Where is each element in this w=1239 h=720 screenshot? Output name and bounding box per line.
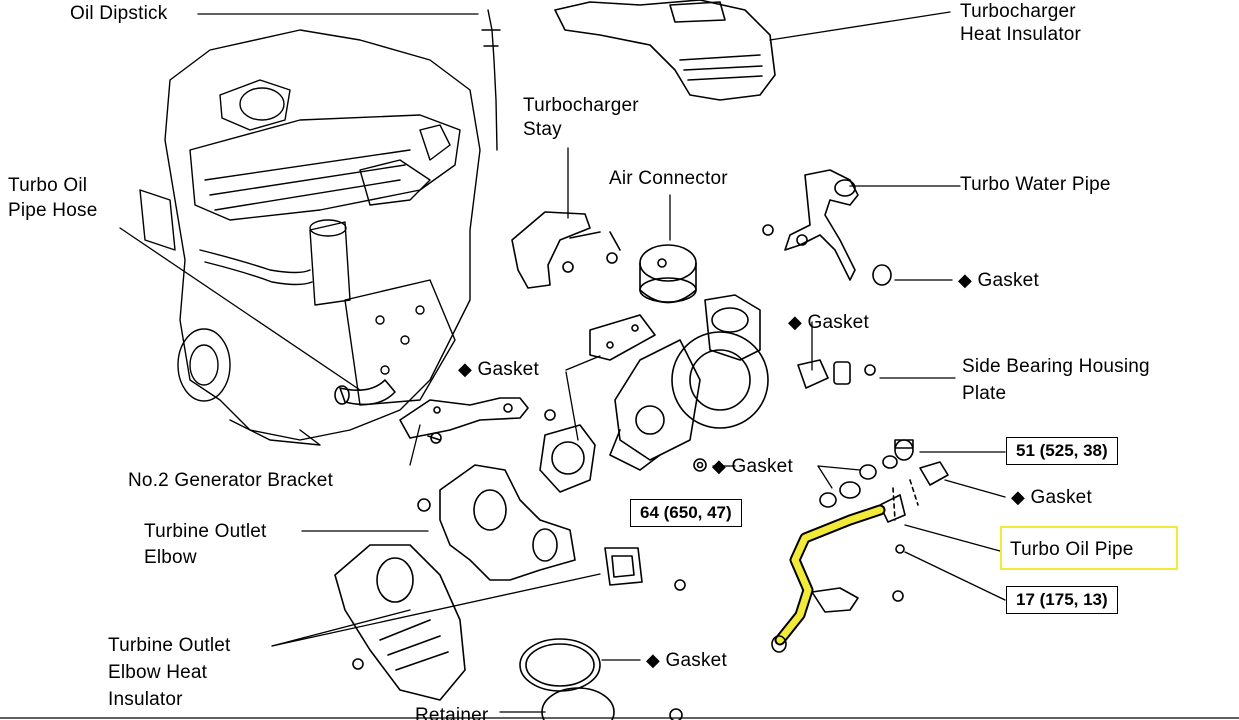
label-turbo-stay-line2: Stay xyxy=(523,119,562,140)
turbo-oil-pipe xyxy=(771,504,886,653)
label-oil-dipstick: Oil Dipstick xyxy=(70,3,168,24)
diamond-icon: ◆ xyxy=(788,312,803,332)
torque-spec-64: 64 (650, 47) xyxy=(630,499,742,527)
label-side-bearing-line1: Side Bearing Housing xyxy=(962,356,1150,377)
air-connector xyxy=(639,244,697,304)
generator-bracket xyxy=(399,397,529,441)
exhaust-rings xyxy=(519,638,615,720)
outlet-gasket xyxy=(539,424,596,493)
turbo-water-pipe xyxy=(762,169,892,286)
diamond-icon: ◆ xyxy=(646,650,661,670)
bolts xyxy=(352,409,904,720)
label-retainer: Retainer xyxy=(415,705,489,720)
label-air-connector: Air Connector xyxy=(609,168,728,189)
label-turbine-outlet-elbow-line1: Turbine Outlet xyxy=(144,521,267,542)
torque-spec-17: 17 (175, 13) xyxy=(1006,586,1118,614)
side-bearing-plate xyxy=(797,359,876,389)
label-gasket-turbo-top: ◆ Gasket xyxy=(788,312,869,333)
label-turbine-outlet-elbow-line2: Elbow xyxy=(144,547,197,568)
diamond-icon: ◆ xyxy=(958,270,973,290)
label-turbine-heat-insulator-line1: Turbine Outlet xyxy=(108,635,231,656)
label-gasket-water-pipe: ◆ Gasket xyxy=(958,270,1039,291)
label-turbine-heat-insulator-line2: Elbow Heat xyxy=(108,662,208,683)
label-gasket-turbo-inlet: ◆ Gasket xyxy=(458,359,539,380)
label-gasket-oil-pipe-flange: ◆ Gasket xyxy=(1011,487,1092,508)
label-turbo-stay-line1: Turbocharger xyxy=(523,95,639,116)
turbocharger-stay xyxy=(511,211,621,289)
label-turbo-oil-pipe: Turbo Oil Pipe xyxy=(1010,539,1134,560)
label-turbine-heat-insulator-line3: Insulator xyxy=(108,689,183,710)
label-no2-generator-bracket: No.2 Generator Bracket xyxy=(128,470,334,491)
engine-block xyxy=(139,9,501,446)
small-bracket xyxy=(604,547,643,586)
oil-pipe-hose xyxy=(334,379,396,406)
oil-pipe-fittings xyxy=(819,439,949,554)
diamond-icon: ◆ xyxy=(712,456,727,476)
torque-spec-51: 51 (525, 38) xyxy=(1006,437,1118,465)
diamond-icon: ◆ xyxy=(458,359,473,379)
label-turbo-water-pipe: Turbo Water Pipe xyxy=(960,174,1111,195)
label-side-bearing-line2: Plate xyxy=(962,383,1007,404)
label-turbo-heat-insulator-line2: Heat Insulator xyxy=(960,24,1082,45)
diamond-icon: ◆ xyxy=(1011,487,1026,507)
turbocharger xyxy=(589,294,769,471)
label-oil-pipe-hose-line2: Pipe Hose xyxy=(8,200,98,221)
label-oil-pipe-hose-line1: Turbo Oil xyxy=(8,175,88,196)
highlight-box xyxy=(1000,526,1178,570)
leader-lines xyxy=(119,11,1006,713)
label-turbo-heat-insulator-line1: Turbocharger xyxy=(960,1,1076,22)
turbine-outlet-elbow xyxy=(439,464,576,581)
turbo-heat-insulator xyxy=(554,0,776,101)
label-gasket-exhaust: ◆ Gasket xyxy=(646,650,727,671)
label-gasket-oil-union: ◆ Gasket xyxy=(712,456,793,477)
turbine-elbow-heat-insulator xyxy=(334,544,466,701)
